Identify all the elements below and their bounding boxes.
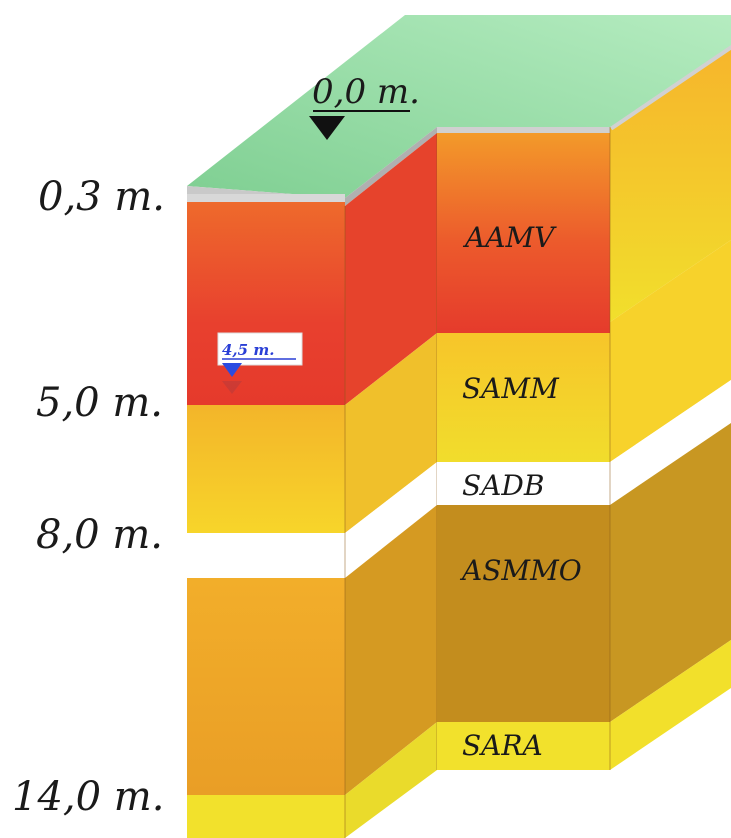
side-band-sara	[610, 640, 731, 770]
depth-labels: 0,3 m. 5,0 m. 8,0 m. 14,0 m.	[12, 174, 165, 820]
step-side-face	[344, 133, 438, 838]
band-asmmo-back	[437, 505, 610, 722]
back-column	[437, 127, 611, 770]
layer-label-samm: SAMM	[462, 372, 560, 405]
layer-label-sara: SARA	[462, 729, 543, 762]
band-sadb-back	[437, 462, 610, 505]
band-aamv-front	[187, 202, 345, 405]
band-aamv-back	[437, 133, 610, 333]
front-left-column	[187, 194, 345, 838]
band-sara-back	[437, 722, 610, 770]
surface-level-marker: 0,0 m.	[309, 72, 420, 140]
depth-label: 14,0 m.	[12, 774, 164, 820]
band-asmmo-front	[187, 578, 345, 795]
layer-labels: AAMV SAMM SADB ASMMO SARA	[459, 221, 582, 762]
surface-level-icon	[309, 116, 345, 140]
groundwater-label: 4,5 m.	[222, 341, 274, 359]
surface-face	[187, 15, 731, 198]
band-sara-front	[187, 795, 345, 838]
layer-label-asmmo: ASMMO	[459, 554, 582, 587]
depth-label: 5,0 m.	[36, 380, 163, 426]
groundwater-marker: 4,5 m.	[217, 332, 303, 394]
band-samm-back	[437, 333, 610, 462]
layer-label-aamv: AAMV	[462, 221, 557, 254]
side-band-asmmo	[610, 423, 731, 722]
depth-label: 8,0 m.	[36, 512, 163, 558]
side-band-upper	[610, 45, 731, 322]
band-sadb-front	[187, 533, 345, 578]
side-band-sadb	[610, 380, 731, 505]
side-band-samm	[610, 240, 731, 462]
right-side-face	[607, 41, 731, 770]
water-table-icon	[222, 363, 242, 377]
layer-label-sadb: SADB	[462, 469, 544, 502]
surface-level-label: 0,0 m.	[312, 72, 420, 112]
band-samm-front	[187, 405, 345, 533]
depth-label: 0,3 m.	[38, 174, 165, 220]
